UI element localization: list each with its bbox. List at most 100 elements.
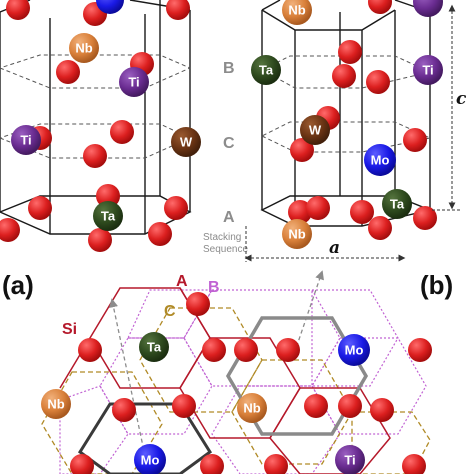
atom-ta-right-lower: Ta	[382, 189, 412, 219]
si-atom	[110, 120, 134, 144]
svg-text:Ta: Ta	[259, 63, 274, 78]
atom-ti-right-top	[413, 0, 443, 17]
atom-ti-left-side: Ti	[11, 125, 41, 155]
bottom-layer-label-a: A	[176, 273, 188, 290]
atom-ta-right-upper: Ta	[251, 55, 281, 85]
si-atom	[350, 200, 374, 224]
si-atom	[332, 64, 356, 88]
atom-w-right: W	[300, 115, 330, 145]
mo-atom-partial	[96, 0, 124, 14]
svg-text:Nb: Nb	[75, 41, 92, 56]
atom-mo-bottom-top: Mo	[338, 334, 370, 366]
atom-nb-bottom-left: Nb	[41, 389, 71, 419]
svg-text:Ta: Ta	[101, 209, 116, 224]
direction-arrow-left	[109, 298, 149, 471]
si-label: Si	[62, 321, 77, 338]
si-atom	[164, 196, 188, 220]
svg-text:Ti: Ti	[128, 75, 139, 90]
layer-label-c: C	[223, 135, 235, 152]
atom-nb-right-top: Nb	[282, 0, 312, 25]
si-atom	[6, 0, 30, 20]
atom-nb-left: Nb	[69, 33, 99, 63]
svg-text:Mo: Mo	[345, 343, 364, 358]
svg-text:Mo: Mo	[141, 453, 160, 468]
lattice-a-arrow	[244, 226, 406, 262]
lattice-c-arrow	[432, 4, 462, 211]
si-atom	[88, 228, 112, 252]
lattice-c-label: c	[456, 89, 467, 109]
si-atom	[408, 338, 432, 362]
si-atom	[403, 128, 427, 152]
si-atom	[368, 0, 392, 14]
si-atom	[186, 292, 210, 316]
svg-text:W: W	[180, 135, 193, 150]
atom-w-left: W	[171, 127, 201, 157]
svg-text:Nb: Nb	[47, 397, 64, 412]
atom-nb-bottom-center: Nb	[237, 393, 267, 423]
si-atom	[148, 222, 172, 246]
svg-text:Ti: Ti	[422, 63, 433, 78]
si-atom	[56, 60, 80, 84]
si-atom	[172, 394, 196, 418]
layer-label-b: B	[223, 60, 235, 77]
si-atom	[290, 138, 314, 162]
svg-text:Ta: Ta	[147, 340, 162, 355]
atom-ta-bottom: Ta	[139, 332, 169, 362]
si-atom	[288, 200, 312, 224]
panel-b-tag: (b)	[420, 270, 453, 300]
si-atom	[368, 216, 392, 240]
si-atom	[166, 0, 190, 20]
atom-mo-bottom-lower: Mo	[134, 444, 166, 474]
lattice-a-label: a	[329, 238, 340, 258]
si-atom	[338, 394, 362, 418]
atom-ti-left-upper: Ti	[119, 67, 149, 97]
si-atom	[70, 454, 94, 474]
si-atom	[304, 394, 328, 418]
svg-text:Ta: Ta	[390, 197, 405, 212]
unit-cell-outline-grey	[225, 316, 369, 436]
atom-ta-left: Ta	[93, 201, 123, 231]
svg-text:W: W	[309, 123, 322, 138]
svg-text:Ti: Ti	[344, 453, 355, 468]
svg-text:Nb: Nb	[288, 227, 305, 242]
stacking-text-line1: Stacking	[203, 232, 241, 243]
si-atom	[306, 196, 330, 220]
atom-mo-right: Mo	[364, 144, 396, 176]
si-atom	[202, 338, 226, 362]
si-atom	[78, 338, 102, 362]
layer-b-hex-grid	[59, 289, 427, 474]
atom-ti-bottom: Ti	[335, 445, 365, 474]
si-atom	[338, 40, 362, 64]
bottom-si-atoms	[70, 292, 432, 474]
layer-a-hex-grid	[59, 287, 391, 474]
si-atom	[112, 398, 136, 422]
svg-text:Nb: Nb	[288, 3, 305, 18]
si-atom	[370, 398, 394, 422]
stacking-text-line2: Sequence	[203, 244, 248, 255]
si-atom	[264, 454, 288, 474]
atom-nb-right-lower: Nb	[282, 219, 312, 249]
svg-text:Nb: Nb	[243, 401, 260, 416]
si-atom	[276, 338, 300, 362]
layer-label-a: A	[223, 209, 235, 226]
si-atom	[402, 454, 426, 474]
si-atom	[200, 454, 224, 474]
panel-a-tag: (a)	[2, 270, 34, 300]
svg-text:Ti: Ti	[20, 133, 31, 148]
si-atom	[413, 206, 437, 230]
si-atom	[28, 196, 52, 220]
si-atom	[83, 144, 107, 168]
atom-ti-right-upper: Ti	[413, 55, 443, 85]
si-atom	[366, 70, 390, 94]
right-prism-frame	[260, 0, 433, 227]
si-atom	[234, 338, 258, 362]
left-prism-frame	[0, 0, 192, 235]
si-atom	[96, 184, 120, 208]
bottom-layer-label-c: C	[164, 303, 176, 320]
bottom-layer-label-b: B	[208, 279, 220, 296]
svg-text:Mo: Mo	[371, 153, 390, 168]
right-prism-si-atoms	[288, 0, 437, 240]
si-atom	[0, 218, 20, 242]
left-prism-si-atoms	[0, 0, 190, 252]
